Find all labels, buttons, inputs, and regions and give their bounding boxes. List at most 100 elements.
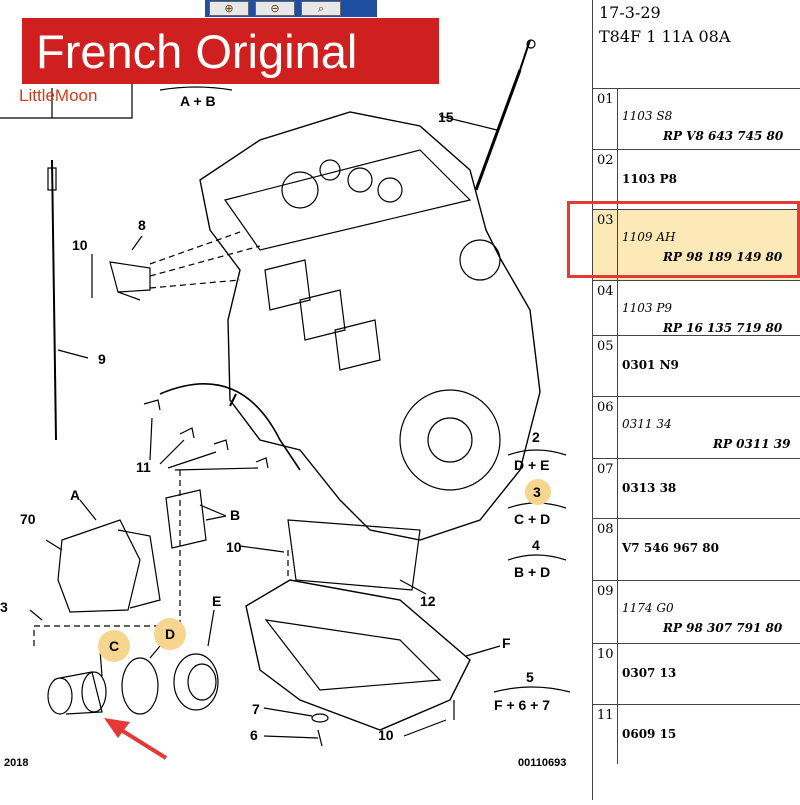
parts-row-reference: 1103 S8 <box>622 109 673 123</box>
diagram-year: 2018 <box>4 757 28 769</box>
parts-row-number: 10 <box>597 647 614 662</box>
zoom-toolbar: ⊕ ⊖ ⌕ <box>205 0 377 17</box>
parts-row-replacement: RP 16 135 719 80 <box>663 321 783 335</box>
parts-row-reference: 1103 P9 <box>622 301 673 315</box>
cam-pulley <box>459 239 501 281</box>
parts-row-number: 04 <box>597 284 614 299</box>
parts-row-divider <box>617 150 618 209</box>
panel-header: 17-3-29 T84F 1 11A 08A <box>593 0 800 89</box>
leader-E <box>207 609 215 647</box>
label-kit-ab: A + B <box>180 93 216 109</box>
parts-row-divider <box>617 281 618 335</box>
parts-row[interactable]: 05 0301 N9 <box>593 335 800 396</box>
parts-row-number: 08 <box>597 522 614 537</box>
panel-model-code: T84F 1 11A 08A <box>599 27 731 46</box>
leader-10c <box>403 719 447 737</box>
crank-pulley-outer <box>399 389 501 491</box>
kit-2-combo: D + E <box>514 457 549 473</box>
leader-11 <box>149 417 259 471</box>
label-10a: 10 <box>72 237 88 253</box>
zoom-fit-icon[interactable]: ⌕ <box>301 1 341 16</box>
label-6: 6 <box>250 727 258 743</box>
parts-row-replacement: RP 98 307 791 80 <box>663 621 783 635</box>
parts-row-replacement: RP V8 643 745 80 <box>663 129 784 143</box>
parts-row-replacement: RP 0311 39 <box>713 437 791 451</box>
wiring-clip <box>229 393 237 407</box>
sensor-body <box>109 261 151 293</box>
kit-ab-sep <box>159 86 233 91</box>
dipstick-handle <box>519 39 531 71</box>
label-9: 9 <box>98 351 106 367</box>
sensor-guide <box>149 231 261 289</box>
leader-15 <box>439 115 498 131</box>
parts-row-divider <box>617 336 618 396</box>
dipstick-ring <box>526 39 536 49</box>
bolt-3 <box>29 609 43 621</box>
wiring-arc <box>159 383 301 471</box>
kit-box-top <box>0 70 133 119</box>
label-10b: 10 <box>226 539 242 555</box>
kit-3-num: 3 <box>533 484 541 500</box>
label-12: 12 <box>420 593 436 609</box>
zoom-out-icon[interactable]: ⊖ <box>255 1 295 16</box>
diagram-figure-id: 00110693 <box>518 757 566 769</box>
parts-row-divider <box>617 89 618 149</box>
kit-4-sep <box>507 554 567 561</box>
red-arrow-icon <box>104 718 168 760</box>
leader-C <box>99 649 103 677</box>
parts-row-reference: 0313 38 <box>622 481 677 495</box>
kit-4-combo: B + D <box>514 564 550 580</box>
parts-row-reference: 0301 N9 <box>622 358 679 372</box>
parts-row[interactable]: 11 0609 15 <box>593 704 800 764</box>
callout-D <box>154 618 186 650</box>
label-8: 8 <box>138 217 146 233</box>
leader-9 <box>57 349 89 359</box>
label-D: D <box>165 626 175 642</box>
clips-11 <box>143 399 269 469</box>
sump-inner <box>264 619 442 691</box>
parts-row-divider <box>617 581 618 643</box>
leader-6-7 <box>263 707 319 739</box>
kit-5-combo: F + 6 + 7 <box>494 697 550 713</box>
parts-row-number: 05 <box>597 339 614 354</box>
parts-row-number: 03 <box>597 213 614 228</box>
leader-A <box>79 499 97 521</box>
parts-row-number: 11 <box>597 708 614 723</box>
label-B: B <box>230 507 240 523</box>
parts-row-reference: 1109 AH <box>622 230 676 244</box>
parts-row-number: 06 <box>597 400 614 415</box>
kit-2-num: 2 <box>532 429 540 445</box>
parts-row-divider <box>617 210 618 280</box>
dipstick-top <box>47 167 57 191</box>
filter-cartridge-face <box>81 671 107 713</box>
cylinder-head <box>224 149 472 251</box>
cam-cap-2 <box>377 177 403 203</box>
parts-row-reference: 0609 15 <box>622 727 677 741</box>
parts-row-number: 02 <box>597 153 614 168</box>
oil-cap <box>281 171 319 209</box>
kit-4-num: 4 <box>532 537 540 553</box>
filter-cartridge <box>59 671 103 715</box>
drain-plug <box>317 729 323 747</box>
parts-row-divider <box>617 705 618 764</box>
cam-cap-3 <box>319 159 341 181</box>
gasket-B <box>165 489 207 549</box>
parts-row-reference: 1174 G0 <box>622 601 674 615</box>
parts-row-divider <box>617 397 618 458</box>
banner-title: French Original <box>36 24 358 78</box>
label-70: 70 <box>20 511 36 527</box>
drain-washer <box>311 713 329 723</box>
zoom-in-icon[interactable]: ⊕ <box>209 1 249 16</box>
parts-row[interactable]: 04 1103 P9 RP 16 135 719 80 <box>593 280 800 335</box>
watermark: LittleMoon <box>19 86 98 105</box>
kit-2-sep <box>507 449 567 456</box>
